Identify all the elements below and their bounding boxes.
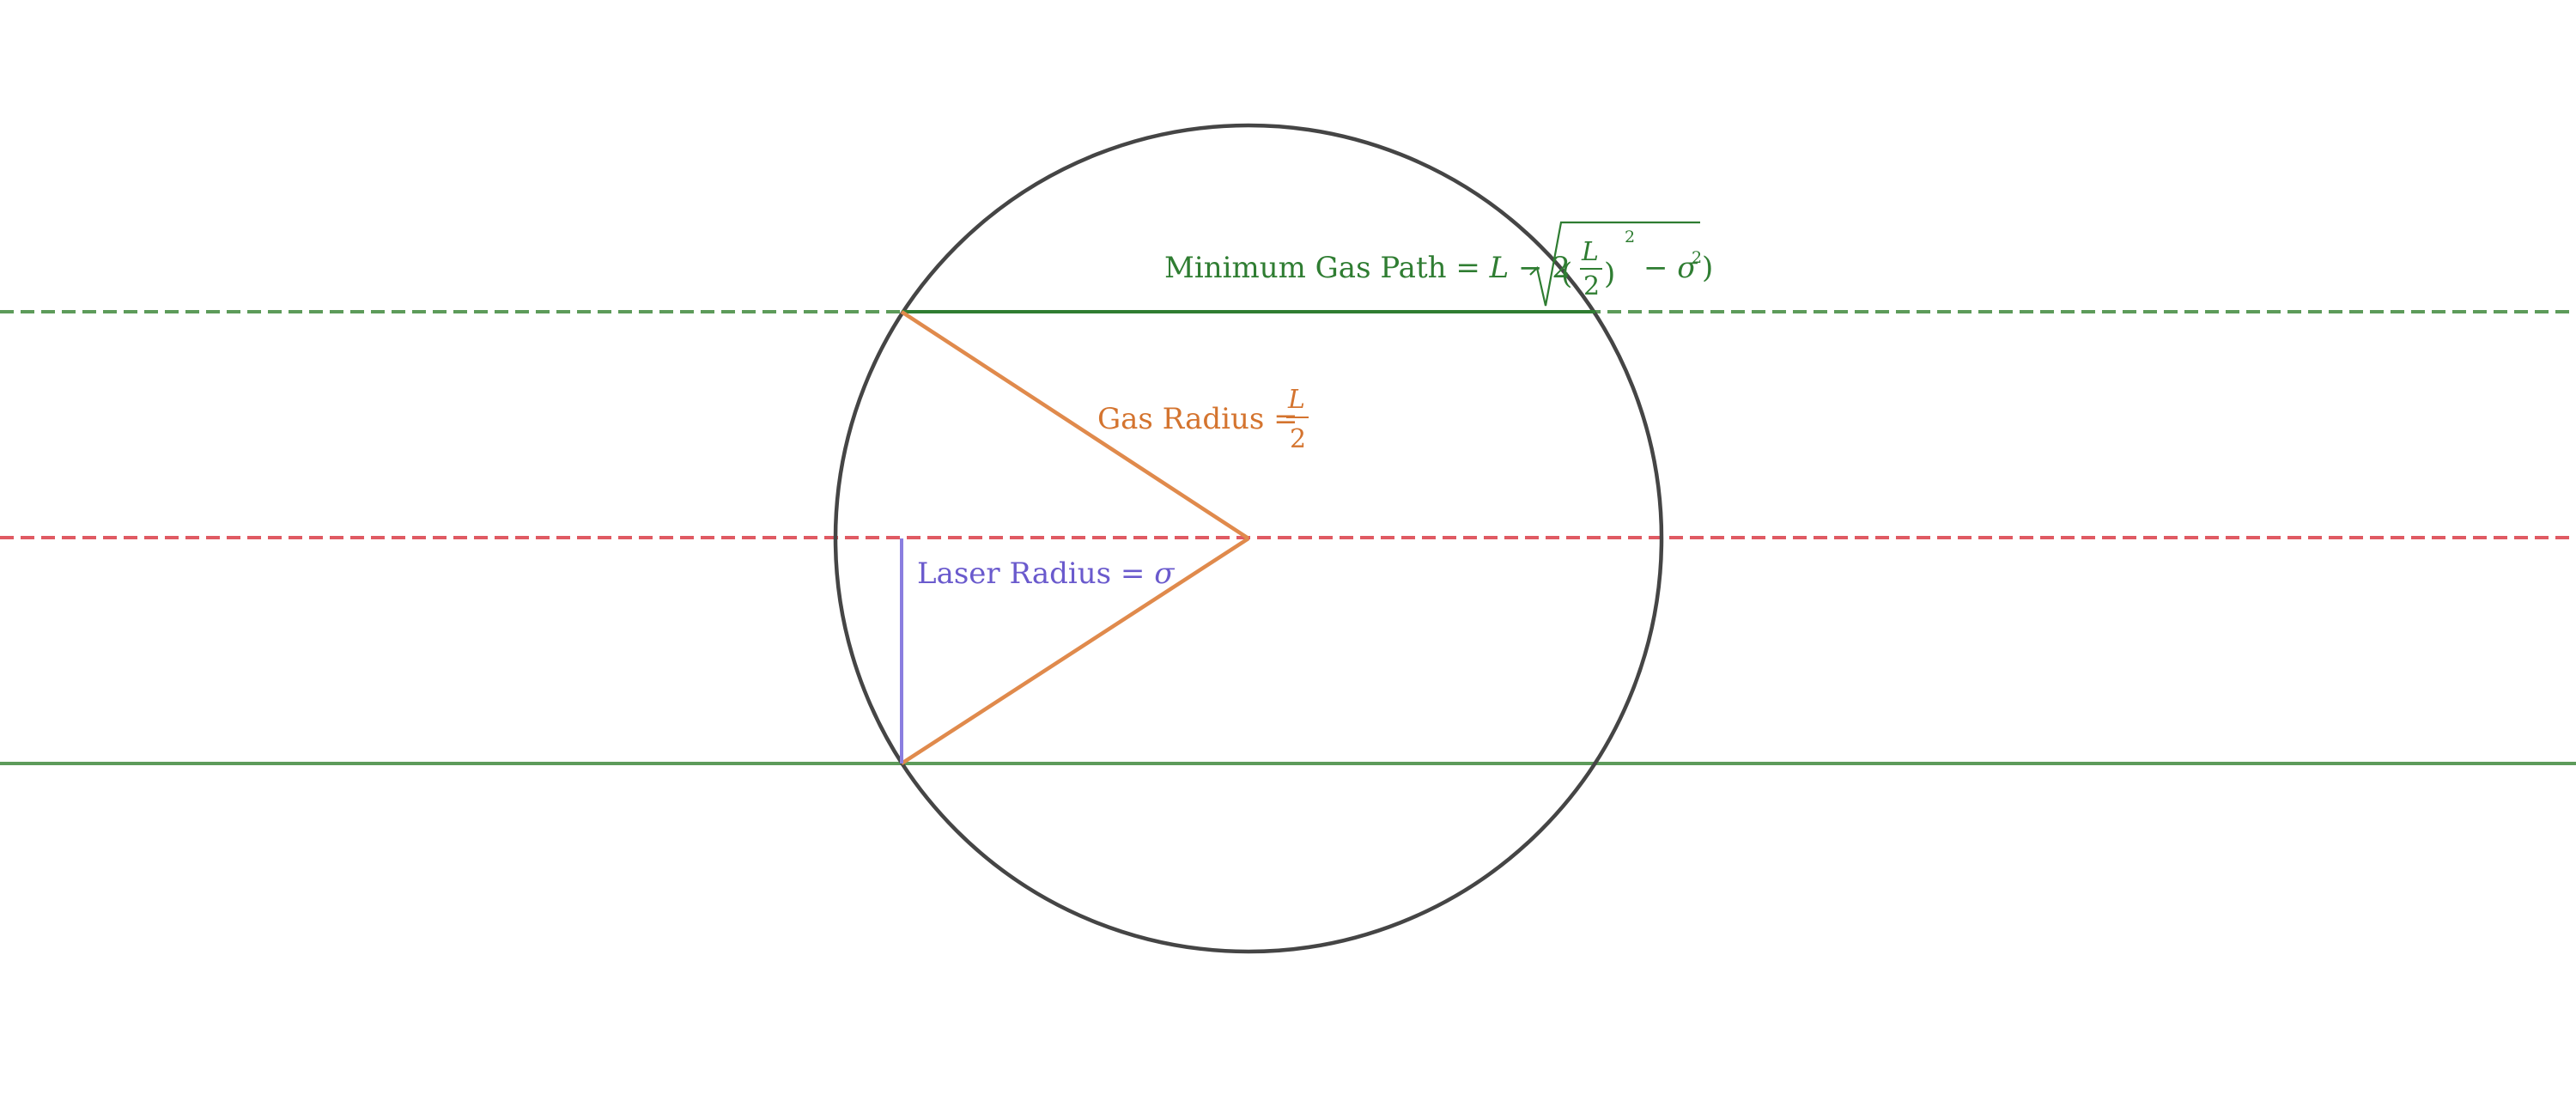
paren-exponent: 2 — [1625, 228, 1635, 246]
laser-radius-label: Laser Radius = σ — [917, 557, 1175, 591]
gas-path-frac-den: 2 — [1583, 271, 1600, 301]
gas-radius-frac-num: L — [1287, 385, 1305, 415]
gas-radius-upper-line — [900, 310, 1250, 540]
gas-radius-lower-line — [900, 537, 1250, 765]
minimum-gas-path-label: Minimum Gas Path = L − 2 ( L 2 ) 2 − σ 2… — [1164, 221, 1713, 307]
minimum-gas-path-prefix: Minimum Gas Path = — [1164, 251, 1490, 285]
minimum-gas-path-L: L — [1489, 251, 1510, 285]
gas-radius-label: Gas Radius = L 2 — [1097, 385, 1309, 454]
laser-radius-sigma: σ — [1154, 557, 1175, 591]
laser-radius-prefix: Laser Radius = — [917, 557, 1154, 591]
svg-text:Minimum Gas Path = L − 2: Minimum Gas Path = L − 2 — [1164, 251, 1571, 285]
closing-paren: ) — [1702, 251, 1713, 285]
gas-radius-frac-den: 2 — [1290, 424, 1306, 454]
svg-text:Laser Radius = σ: Laser Radius = σ — [917, 557, 1175, 591]
paren-open: ( — [1561, 257, 1572, 291]
gas-path-frac-num: L — [1581, 237, 1599, 267]
sigma-symbol: σ — [1677, 251, 1698, 285]
sigma-minus: − — [1643, 251, 1677, 285]
paren-close: ) — [1604, 257, 1615, 291]
gas-circle — [833, 123, 1664, 954]
svg-text:− σ: − σ — [1643, 251, 1698, 285]
sigma-exponent: 2 — [1692, 248, 1702, 267]
sqrt-radical-sign — [1529, 221, 1700, 307]
gas-radius-prefix: Gas Radius = — [1097, 402, 1298, 436]
